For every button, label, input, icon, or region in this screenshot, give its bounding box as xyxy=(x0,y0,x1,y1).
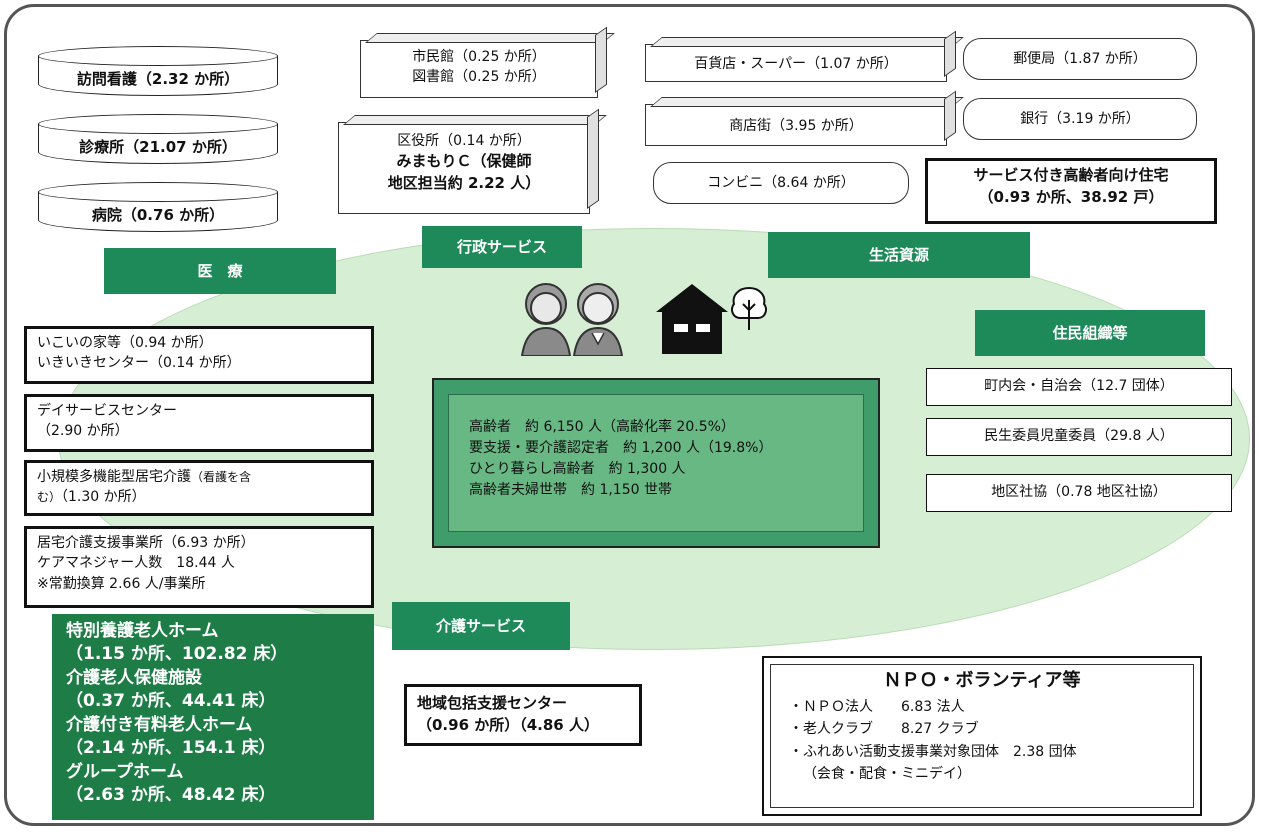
small-multifunction-line1: 小規模多機能型居宅介護（看護を含 xyxy=(37,467,361,487)
stat-elderly-population: 高齢者 約 6,150 人（高齢化率 20.5%） xyxy=(469,419,735,435)
senior-club-text: ・老人クラブ 8.27 クラブ xyxy=(789,721,979,738)
library-text: 図書館（0.25 か所） xyxy=(412,69,546,86)
stat-care-certified: 要支援・要介護認定者 約 1,200 人（19.8%） xyxy=(469,440,773,456)
elderly-housing-count: （0.93 か所、38.92 戸） xyxy=(978,187,1164,206)
medical-item-visiting-nursing: 訪問看護（2.32 か所） xyxy=(38,46,278,102)
small-multifunction-title: 小規模多機能型居宅介護 xyxy=(37,469,191,485)
residents-item-neighborhood: 町内会・自治会（12.7 団体） xyxy=(926,368,1232,406)
facility-line: （2.14 か所、154.1 床） xyxy=(66,738,276,759)
day-service-text: デイサービスセンター xyxy=(37,403,177,419)
facility-line: 介護老人保健施設 xyxy=(66,667,202,688)
ikiiki-center-text: いきいきセンター（0.14 か所） xyxy=(37,355,241,372)
medical-item-label: 訪問看護（2.32 か所） xyxy=(76,70,240,88)
facility-line: （0.37 か所、44.41 床） xyxy=(66,691,276,712)
bank-box: 銀行（3.19 か所） xyxy=(963,98,1197,140)
npo-volunteer-box: ＮＰＯ・ボランティア等 ・ＮＰＯ法人 6.83 法人 ・老人クラブ 8.27 ク… xyxy=(762,656,1202,816)
care-facilities-panel: 特別養護老人ホーム （1.15 か所、102.82 床） 介護老人保健施設 （0… xyxy=(52,614,374,820)
medical-item-label: 診療所（21.07 か所） xyxy=(79,138,237,156)
npo-corporations-text: ・ＮＰＯ法人 6.83 法人 xyxy=(789,698,965,715)
facility-line: グループホーム xyxy=(66,761,184,782)
home-care-support-text: 居宅介護支援事業所（6.93 か所） xyxy=(37,535,255,551)
fureai-activities-text: （会食・配食・ミニデイ） xyxy=(803,765,971,782)
facility-line: 介護付き有料老人ホーム xyxy=(66,714,253,735)
community-support-center-title: 地域包括支援センター xyxy=(417,694,568,712)
residents-title: 住民組織等 xyxy=(975,310,1205,356)
care-box-home-care-support: 居宅介護支援事業所（6.93 か所） ケアマネジャー人数 18.44 人 ※常勤… xyxy=(24,526,374,608)
convenience-store-box: コンビニ（8.64 か所） xyxy=(653,162,909,204)
ward-office-box: 区役所（0.14 か所） みまもりＣ（保健師 地区担当約 2.22 人） xyxy=(338,122,590,214)
day-service-count: （2.90 か所） xyxy=(37,423,129,440)
public-health-nurse-text: 地区担当約 2.22 人） xyxy=(387,174,541,193)
small-multifunction-note-end: む） xyxy=(37,490,62,505)
small-multifunction-count: （1.30 か所） xyxy=(61,489,146,506)
civic-hall-text: 市民館（0.25 か所） xyxy=(412,49,546,65)
mimamori-text: みまもりＣ（保健師 xyxy=(396,152,532,171)
community-support-center-box: 地域包括支援センター （0.96 か所）（4.86 人） xyxy=(404,684,642,746)
outer-frame xyxy=(4,4,1255,826)
medical-item-label: 病院（0.76 か所） xyxy=(91,206,225,224)
residents-item-welfare-volunteers: 民生委員児童委員（29.8 人） xyxy=(926,418,1232,456)
medical-item-hospital: 病院（0.76 か所） xyxy=(38,182,278,238)
admin-title: 行政サービス xyxy=(422,226,582,268)
care-box-small-multifunction: 小規模多機能型居宅介護（看護を含 む）（1.30 か所） xyxy=(24,460,374,516)
small-multifunction-note: （看護を含 xyxy=(191,470,252,484)
care-box-day-service: デイサービスセンター （2.90 か所） xyxy=(24,394,374,452)
living-resources-title: 生活資源 xyxy=(768,232,1030,278)
fureai-groups-text: ・ふれあい活動支援事業対象団体 2.38 団体 xyxy=(789,743,1077,760)
stat-living-alone: ひとり暮らし高齢者 約 1,300 人 xyxy=(469,461,686,477)
elderly-couple-icon xyxy=(520,283,624,356)
department-store-box: 百貨店・スーパー（1.07 か所） xyxy=(645,44,947,82)
elderly-statistics-panel: 高齢者 約 6,150 人（高齢化率 20.5%） 要支援・要介護認定者 約 1… xyxy=(432,378,880,548)
care-manager-count: ケアマネジャー人数 18.44 人 xyxy=(37,555,235,572)
care-box-recreation: いこいの家等（0.94 か所） いきいきセンター（0.14 か所） xyxy=(24,326,374,384)
recreation-house-text: いこいの家等（0.94 か所） xyxy=(37,335,213,351)
post-office-box: 郵便局（1.87 か所） xyxy=(963,38,1197,80)
full-time-equivalent-note: ※常勤換算 2.66 人/事業所 xyxy=(37,575,206,592)
residents-item-district-council: 地区社協（0.78 地区社協） xyxy=(926,474,1232,512)
stat-elderly-couples: 高齢者夫婦世帯 約 1,150 世帯 xyxy=(469,482,672,498)
medical-item-clinic: 診療所（21.07 か所） xyxy=(38,114,278,170)
community-support-center-count: （0.96 か所）（4.86 人） xyxy=(417,715,599,734)
small-multifunction-line2: む）（1.30 か所） xyxy=(37,487,361,507)
facility-line: （1.15 か所、102.82 床） xyxy=(66,644,288,665)
tree-icon xyxy=(731,286,767,330)
npo-title: ＮＰＯ・ボランティア等 xyxy=(883,670,1081,691)
civic-hall-library-box: 市民館（0.25 か所） 図書館（0.25 か所） xyxy=(360,40,598,98)
care-services-title: 介護サービス xyxy=(392,602,570,650)
house-icon xyxy=(656,284,728,354)
elderly-housing-title: サービス付き高齢者向け住宅 xyxy=(973,166,1169,184)
facility-line: （2.63 か所、48.42 床） xyxy=(66,785,276,806)
medical-title: 医 療 xyxy=(104,248,336,294)
ward-office-text: 区役所（0.14 か所） xyxy=(397,133,531,149)
facility-line: 特別養護老人ホーム xyxy=(66,621,219,641)
shopping-street-box: 商店街（3.95 か所） xyxy=(645,104,947,146)
elderly-housing-box: サービス付き高齢者向け住宅 （0.93 か所、38.92 戸） xyxy=(925,158,1217,224)
